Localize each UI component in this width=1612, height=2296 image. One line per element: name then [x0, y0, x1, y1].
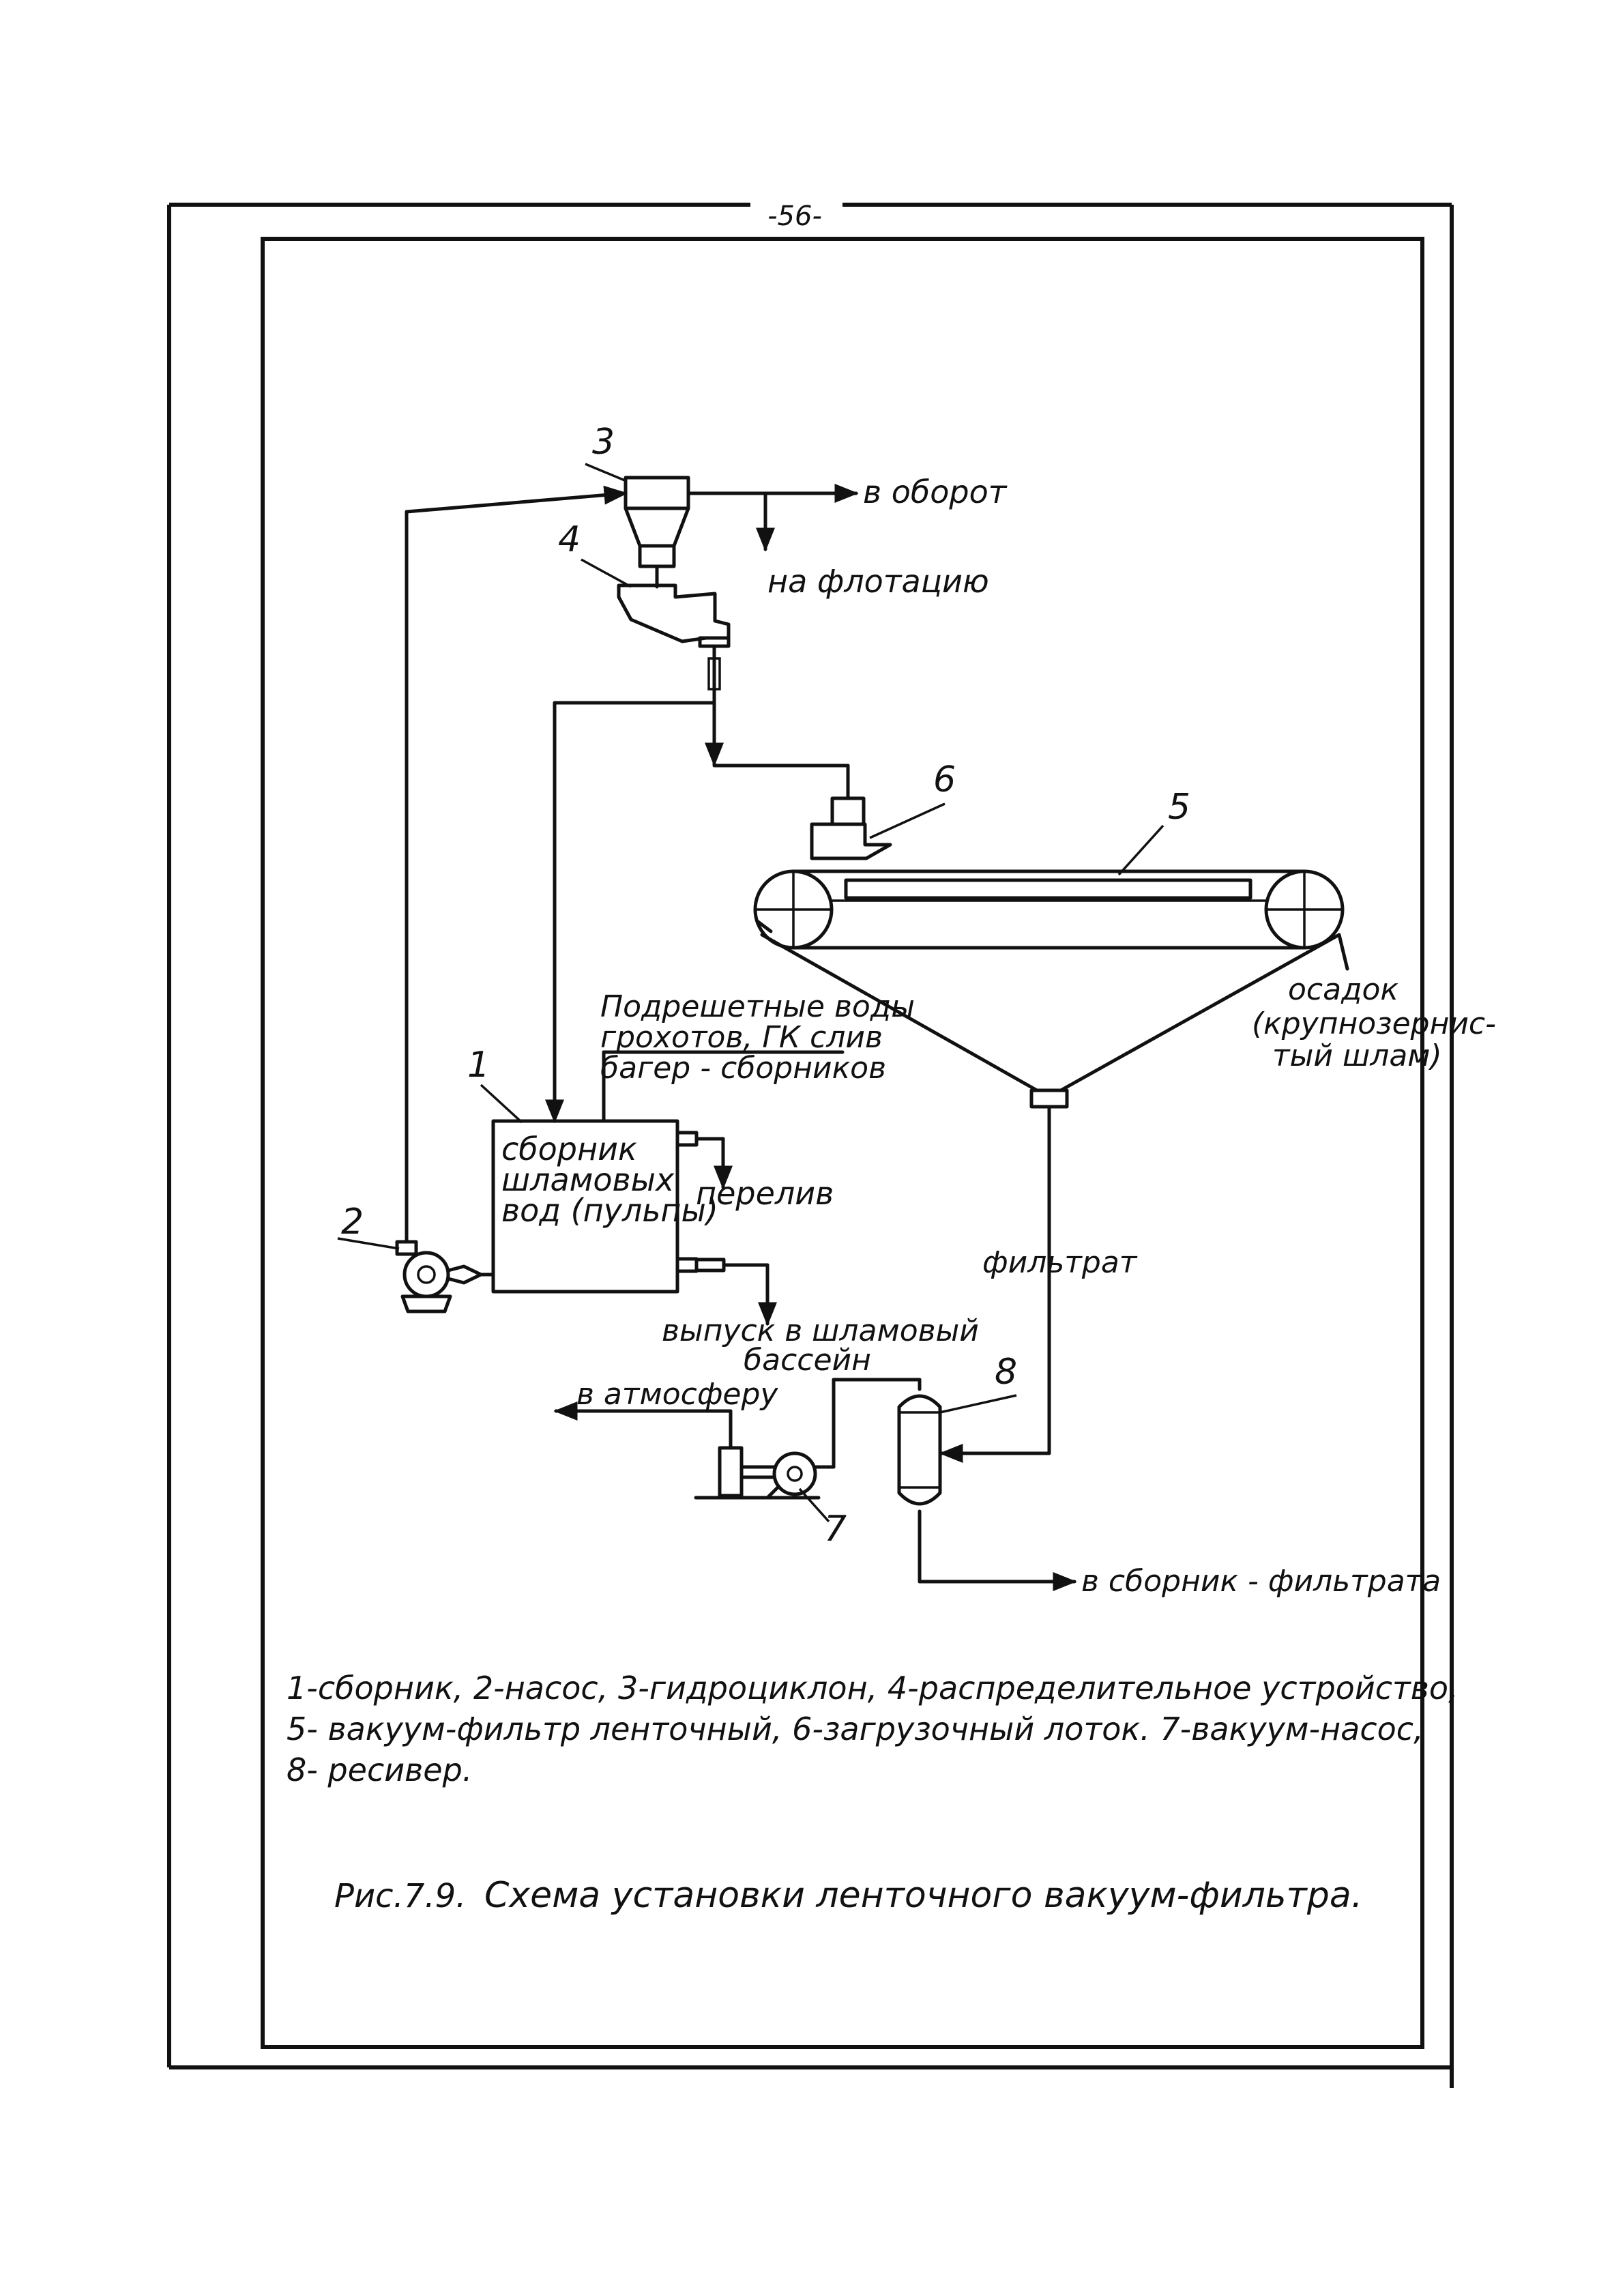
- label-to-circulation: в оборот: [863, 474, 1008, 510]
- label-number-1: 1: [467, 1045, 490, 1086]
- leader-4: [581, 558, 632, 588]
- leader-2: [337, 1237, 400, 1250]
- label-to-filtrate-collector: в сборник - фильтрата: [1081, 1564, 1441, 1599]
- legend-line-3: 8- ресивер.: [287, 1752, 472, 1788]
- label-filtrate: фильтрат: [982, 1245, 1138, 1280]
- pump: [395, 1240, 483, 1313]
- label-number-4: 4: [558, 519, 581, 560]
- label-number-8: 8: [995, 1352, 1017, 1393]
- label-number-3: 3: [592, 422, 615, 463]
- figure-legend: 1-сборник, 2-насос, 3-гидроциклон, 4-рас…: [287, 1670, 1459, 1788]
- label-overflow: перелив: [696, 1175, 834, 1212]
- leader-1: [480, 1084, 523, 1124]
- vacuum-pump: [694, 1446, 821, 1500]
- label-to-atmosphere: в атмосферу: [576, 1377, 778, 1412]
- label-discharge-1: выпуск в шламовый: [662, 1313, 979, 1348]
- leader-7: [798, 1487, 830, 1523]
- loading-chute: [810, 796, 892, 860]
- caption-number: Рис.7.9.: [334, 1877, 466, 1915]
- leader-5: [1117, 824, 1164, 876]
- leader-3: [585, 463, 627, 482]
- label-collector-3: вод (пульпы): [501, 1192, 718, 1229]
- receiver: [897, 1394, 942, 1506]
- caption-title: Схема установки ленточного вакуум-фильтр…: [484, 1875, 1362, 1916]
- label-to-flotation: на флотацию: [767, 563, 989, 600]
- page-number: -56-: [767, 201, 822, 232]
- outer-frame: [167, 203, 1454, 2088]
- label-discharge-2: бассейн: [744, 1343, 871, 1378]
- label-collector-2: шламовых: [501, 1161, 675, 1198]
- hydrocyclone: [624, 476, 698, 568]
- legend-line-2: 5- вакуум-фильтр ленточный, 6-загрузочны…: [287, 1711, 1424, 1747]
- label-collector-1: сборник: [501, 1131, 637, 1167]
- pipelines: [405, 484, 1077, 1591]
- label-sediment-3: тый шлам): [1272, 1038, 1442, 1073]
- label-sediment-2: (крупнозернис-: [1252, 1006, 1496, 1041]
- label-sediment-1: осадок: [1288, 972, 1398, 1007]
- legend-line-1: 1-сборник, 2-насос, 3-гидроциклон, 4-рас…: [287, 1670, 1459, 1706]
- label-number-5: 5: [1168, 787, 1190, 828]
- leader-6: [869, 802, 946, 839]
- label-number-2: 2: [341, 1202, 364, 1243]
- label-undersize-2: грохотов, ГК слив: [600, 1020, 883, 1055]
- label-undersize-3: багер - сборников: [600, 1051, 886, 1086]
- label-number-6: 6: [933, 759, 956, 800]
- label-number-7: 7: [824, 1509, 847, 1550]
- leader-8: [939, 1394, 1017, 1414]
- distribution-device: [617, 583, 731, 648]
- inner-frame: [261, 237, 1424, 2049]
- figure-caption: Рис.7.9. Схема установки ленточного ваку…: [334, 1875, 1362, 1916]
- label-undersize-1: Подрешетные воды: [600, 989, 915, 1024]
